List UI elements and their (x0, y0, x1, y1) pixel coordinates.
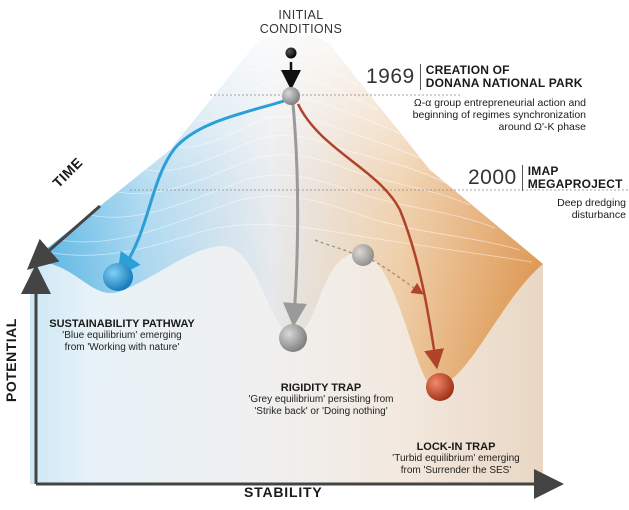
event-1969-description: Ω-α group entrepreneurial action and beg… (412, 97, 586, 133)
event-title: CREATION OF DONANA NATIONAL PARK (425, 63, 583, 90)
ball-2000 (352, 244, 374, 266)
sustainability-pathway-label: SUSTAINABILITY PATHWAY 'Blue equilibrium… (49, 318, 195, 353)
initial-ball (285, 47, 297, 59)
turbid-equilibrium-ball (426, 373, 454, 401)
lock-in-trap-label: LOCK-IN TRAP 'Turbid equilibrium' emergi… (392, 441, 520, 476)
ball-1969 (282, 87, 300, 105)
potential-axis-label: POTENTIAL (3, 318, 19, 402)
sustainability-arrow (116, 98, 288, 278)
event-2000-description: Deep dredging disturbance (557, 197, 626, 221)
rigidity-arrow (283, 103, 307, 327)
rigidity-trap-label: RIGIDITY TRAP 'Grey equilibrium' persist… (248, 382, 394, 417)
event-title: IMAP MEGAPROJECT (527, 164, 623, 191)
contour-lines (47, 58, 533, 263)
stability-axis-label: STABILITY (244, 484, 323, 500)
landscape-front-face (30, 245, 543, 484)
event-1969: 1969 CREATION OF DONANA NATIONAL PARK (366, 64, 583, 90)
surface-highlight (30, 33, 543, 389)
grey-equilibrium-ball (279, 324, 307, 352)
event-2000: 2000 IMAP MEGAPROJECT (468, 165, 623, 191)
time-axis (26, 204, 101, 270)
initial-conditions-label: INITIAL CONDITIONS (259, 8, 343, 36)
event-year: 1969 (366, 65, 415, 89)
grey-dotted-arrow (314, 239, 353, 254)
event-year: 2000 (468, 166, 517, 190)
blue-equilibrium-ball (103, 263, 133, 291)
lock-in-arrow (296, 103, 444, 370)
